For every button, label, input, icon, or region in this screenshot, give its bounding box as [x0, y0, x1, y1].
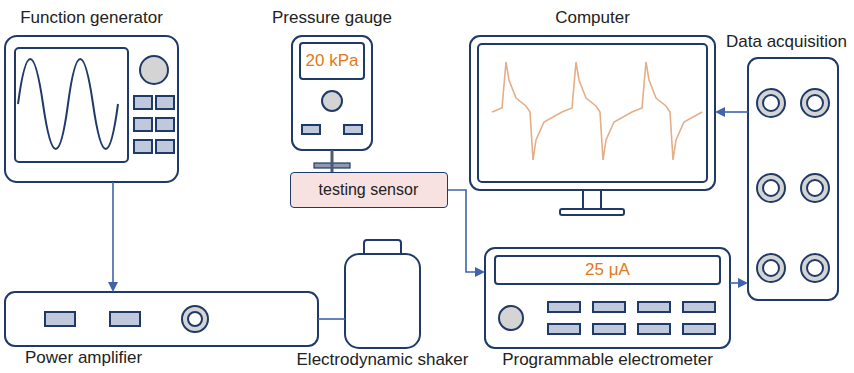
daq-port — [757, 174, 785, 202]
electrometer-button — [683, 324, 715, 334]
electrometer-button — [548, 324, 580, 334]
connector-line — [448, 190, 476, 272]
electrodynamic-shaker: Electrodynamic shaker — [345, 240, 420, 348]
power-amplifier: Power amplifier — [5, 292, 318, 346]
device-label: Data acquisition — [726, 32, 847, 52]
connector — [108, 182, 118, 292]
shaker-cap — [364, 240, 401, 254]
generator-screen — [15, 48, 128, 162]
connector-line — [331, 150, 334, 172]
device-label: Computer — [555, 8, 630, 28]
gauge-button — [344, 125, 362, 134]
electrometer-screen — [495, 256, 720, 284]
connector — [730, 278, 748, 288]
display-reading: 25 μA — [585, 260, 630, 280]
daq-port — [801, 89, 829, 117]
device-label: Function generator — [20, 8, 163, 28]
amplifier-body — [5, 292, 318, 346]
gauge-knob — [322, 91, 342, 111]
data-acquisition-unit: Data acquisition — [748, 58, 838, 300]
programmable-electrometer: Programmable electrometer25 μA — [485, 248, 730, 348]
connector-line — [730, 282, 739, 284]
monitor-base — [560, 209, 624, 215]
device-label: Programmable electrometer — [502, 350, 713, 370]
generator-button — [134, 96, 152, 109]
daq-port-inner — [807, 180, 823, 196]
gauge-screen — [300, 43, 364, 79]
sine-wave — [18, 59, 118, 149]
pressure-gauge: Pressure gauge20 kPa — [292, 36, 372, 150]
electrometer-button — [638, 324, 670, 334]
generator-button — [156, 140, 174, 153]
daq-body — [748, 58, 838, 300]
amplifier-knob — [182, 306, 208, 332]
generator-button — [156, 118, 174, 131]
connector — [448, 190, 485, 277]
monitor-frame — [470, 36, 715, 190]
electrometer-button — [593, 302, 625, 312]
arrowhead — [475, 267, 485, 277]
generator-button — [134, 140, 152, 153]
electrometer-button — [548, 302, 580, 312]
daq-port — [757, 89, 785, 117]
electrometer-body — [485, 248, 730, 348]
device-label: Pressure gauge — [272, 8, 392, 28]
electrometer-knob — [499, 306, 523, 330]
monitor-neck — [583, 190, 601, 209]
box-label: testing sensor — [319, 180, 419, 199]
daq-port-inner — [763, 260, 779, 276]
connector — [318, 319, 345, 320]
gauge-body — [292, 36, 372, 150]
function-generator: Function generator — [5, 36, 178, 182]
daq-port — [757, 254, 785, 282]
amplifier-knob-inner — [188, 312, 202, 326]
monitor-screen — [478, 44, 707, 182]
electrometer-button — [638, 302, 670, 312]
daq-port-inner — [763, 95, 779, 111]
generator-button — [134, 118, 152, 131]
computer-monitor: Computer — [470, 36, 715, 190]
display-reading: 20 kPa — [306, 51, 359, 71]
generator-body — [5, 36, 178, 182]
electrometer-button — [683, 302, 715, 312]
connector — [332, 150, 333, 172]
electrometer-button — [593, 324, 625, 334]
device-label: Electrodynamic shaker — [297, 350, 469, 370]
arrowhead — [738, 278, 748, 288]
gauge-button — [302, 125, 320, 134]
signal-waveform — [492, 62, 702, 160]
connector-line — [724, 111, 748, 113]
generator-button — [156, 96, 174, 109]
connector-line — [112, 182, 114, 283]
device-label: Power amplifier — [25, 348, 142, 368]
arrowhead — [108, 282, 118, 292]
generator-knob — [140, 56, 168, 84]
connector — [715, 107, 748, 117]
amplifier-button — [110, 312, 140, 326]
connector-line — [318, 318, 345, 320]
daq-port — [801, 254, 829, 282]
daq-port — [801, 174, 829, 202]
arrowhead — [715, 107, 725, 117]
shaker-body — [345, 254, 420, 348]
daq-port-inner — [807, 260, 823, 276]
daq-port-inner — [763, 180, 779, 196]
daq-port-inner — [807, 95, 823, 111]
testing-sensor: testing sensor — [290, 172, 448, 208]
amplifier-button — [45, 312, 75, 326]
